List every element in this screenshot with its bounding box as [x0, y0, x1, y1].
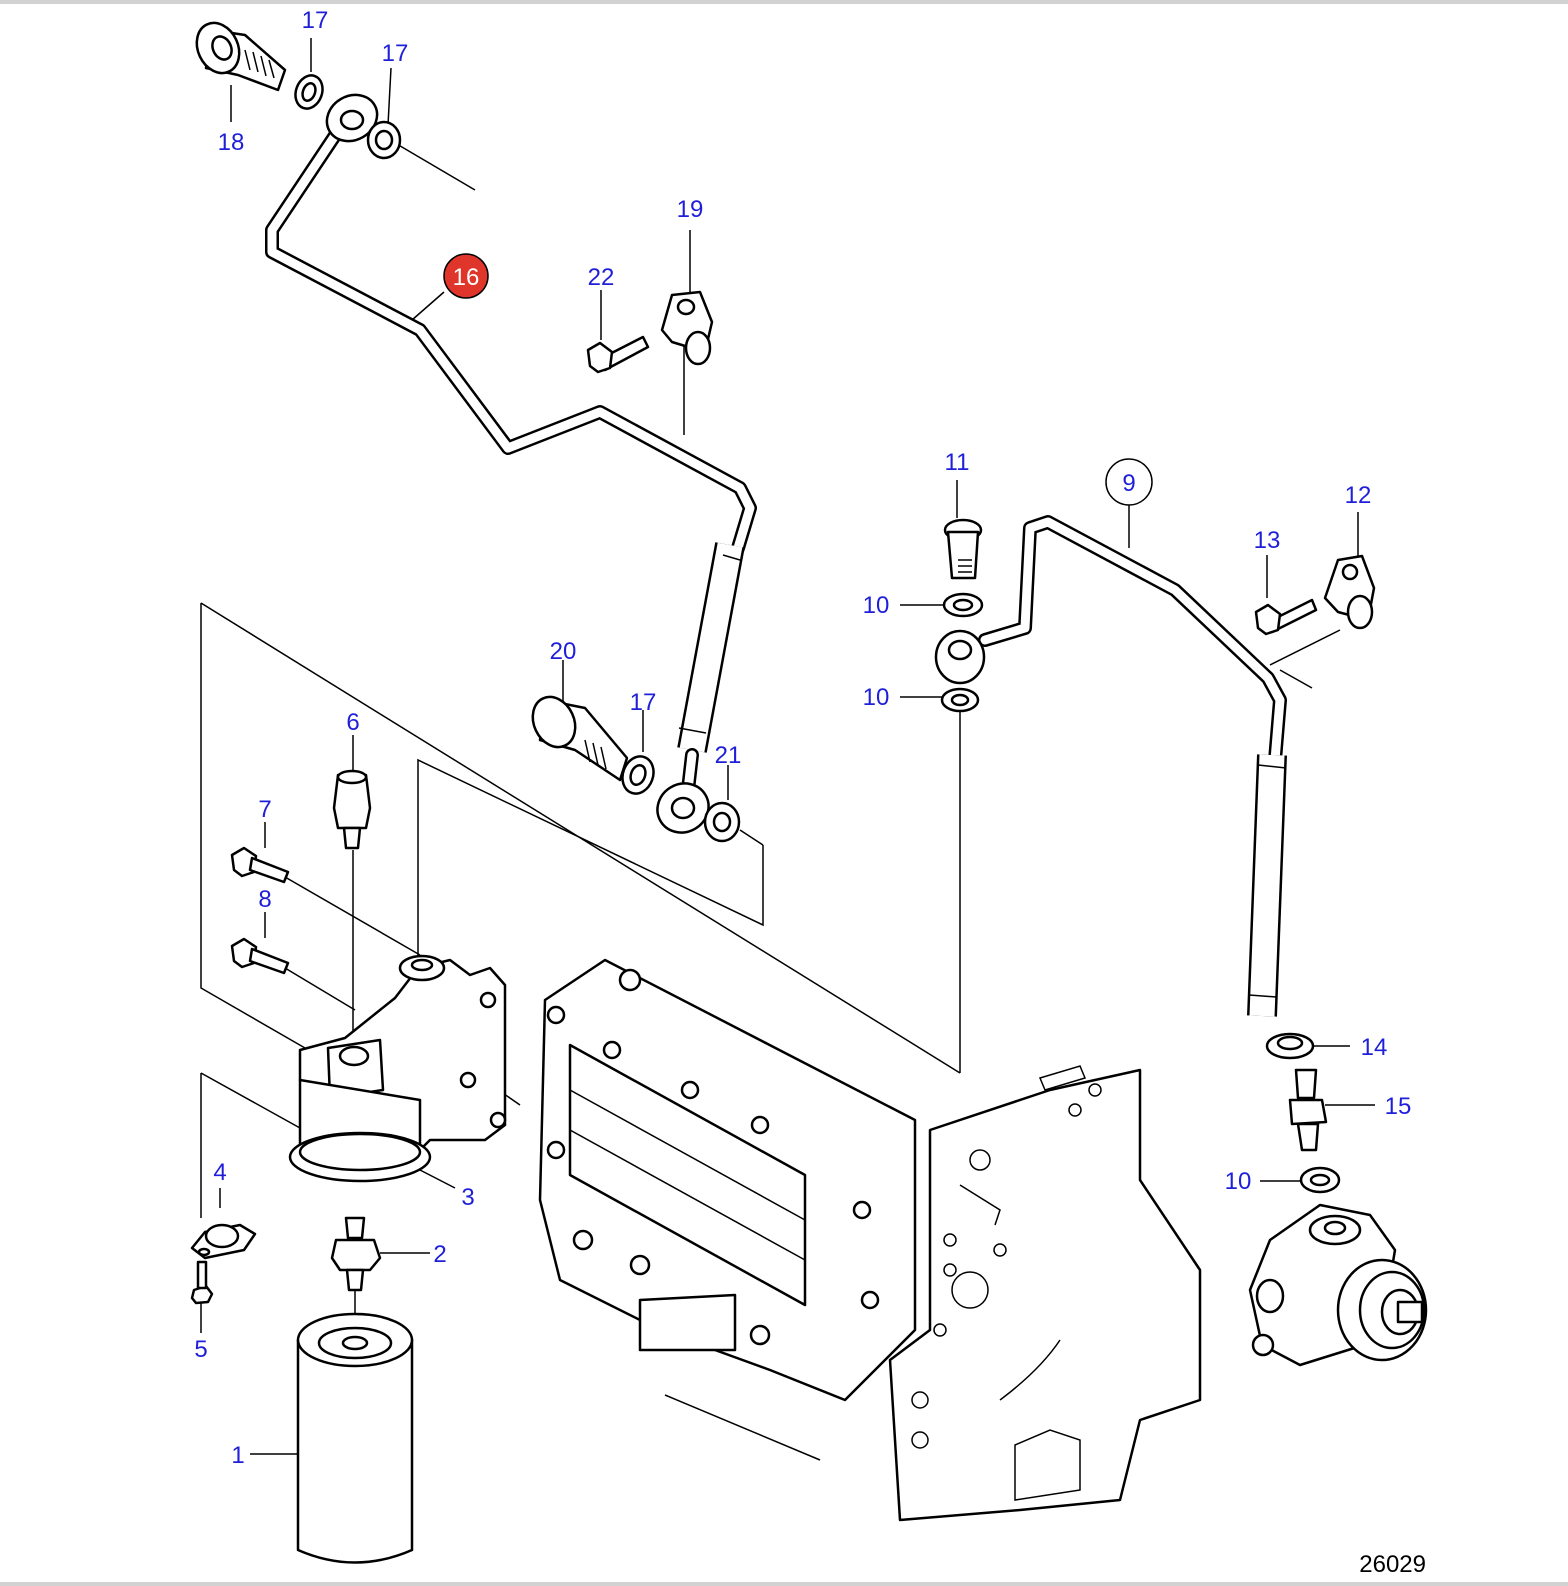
oil-pressure-sensor-6 — [332, 769, 372, 850]
oil-filter-1 — [296, 1312, 414, 1564]
pump-assembly — [1248, 1203, 1428, 1367]
callout-2[interactable]: 2 — [433, 1241, 446, 1268]
callout-17-lower[interactable]: 17 — [630, 689, 657, 716]
callout-10-upper[interactable]: 10 — [863, 592, 890, 619]
callout-7[interactable]: 7 — [258, 796, 271, 823]
banjo-bolt-20 — [531, 695, 629, 782]
callout-10-lower[interactable]: 10 — [1225, 1168, 1252, 1195]
nipple-2 — [330, 1216, 382, 1292]
callout-9-circle[interactable] — [1105, 458, 1153, 506]
sealing-washer-17-top — [294, 74, 402, 160]
callout-3[interactable]: 3 — [461, 1184, 474, 1211]
callout-14[interactable]: 14 — [1361, 1034, 1388, 1061]
banjo-fitting-top — [325, 93, 379, 143]
sealing-washers-10-right — [940, 592, 984, 713]
banjo-fitting-lower — [656, 782, 710, 834]
sealing-washer-21 — [703, 801, 741, 843]
washer-14 — [1265, 1032, 1315, 1060]
engine-block — [888, 1065, 1202, 1522]
banjo-bolt-11 — [943, 518, 983, 580]
callout-19[interactable]: 19 — [677, 196, 704, 223]
callout-22[interactable]: 22 — [588, 264, 615, 291]
drawing-number: 26029 — [1359, 1551, 1426, 1578]
union-15 — [1288, 1068, 1328, 1152]
callout-16[interactable]: 16 — [453, 264, 480, 291]
oil-pipe-9[interactable] — [978, 515, 1287, 1017]
screw-13 — [1254, 598, 1318, 636]
callout-16-badge[interactable] — [443, 253, 489, 299]
screw-5 — [190, 1260, 214, 1305]
filter-head-3 — [288, 1078, 432, 1183]
cover-4 — [190, 1223, 257, 1260]
callout-13[interactable]: 13 — [1254, 527, 1281, 554]
washer-10-pump — [1299, 1166, 1341, 1194]
callout-18[interactable]: 18 — [218, 129, 245, 156]
callout-20[interactable]: 20 — [550, 638, 577, 665]
callout-17-top-right[interactable]: 17 — [382, 40, 409, 67]
callout-17-top-left[interactable]: 17 — [302, 7, 329, 34]
callout-1[interactable]: 1 — [231, 1442, 244, 1469]
callout-12[interactable]: 12 — [1345, 482, 1372, 509]
oil-cooler — [538, 958, 917, 1402]
screw-22 — [586, 335, 650, 374]
banjo-bolt-18 — [195, 21, 287, 92]
banjo-fitting-right — [934, 629, 986, 685]
pipe-clamp-12 — [1323, 554, 1376, 630]
callout-6[interactable]: 6 — [346, 709, 359, 736]
callout-11[interactable]: 11 — [945, 449, 970, 476]
callout-4[interactable]: 4 — [213, 1159, 226, 1186]
callout-5[interactable]: 5 — [194, 1336, 207, 1363]
screw-7 — [230, 846, 290, 884]
callout-10-middle[interactable]: 10 — [863, 684, 890, 711]
oil-sump-line — [664, 1394, 821, 1461]
callout-9[interactable]: 9 — [1122, 470, 1135, 497]
pipe-clamp-19 — [660, 290, 714, 366]
callout-8[interactable]: 8 — [258, 886, 271, 913]
callout-labels: 1 2 3 4 5 6 7 8 9 10 10 10 11 12 13 14 1… — [194, 7, 1411, 1469]
leader-lines — [200, 38, 1375, 1455]
callout-15[interactable]: 15 — [1385, 1093, 1412, 1120]
sealing-washer-17-lower — [621, 755, 655, 795]
screw-8 — [230, 937, 290, 975]
callout-21[interactable]: 21 — [715, 742, 742, 769]
